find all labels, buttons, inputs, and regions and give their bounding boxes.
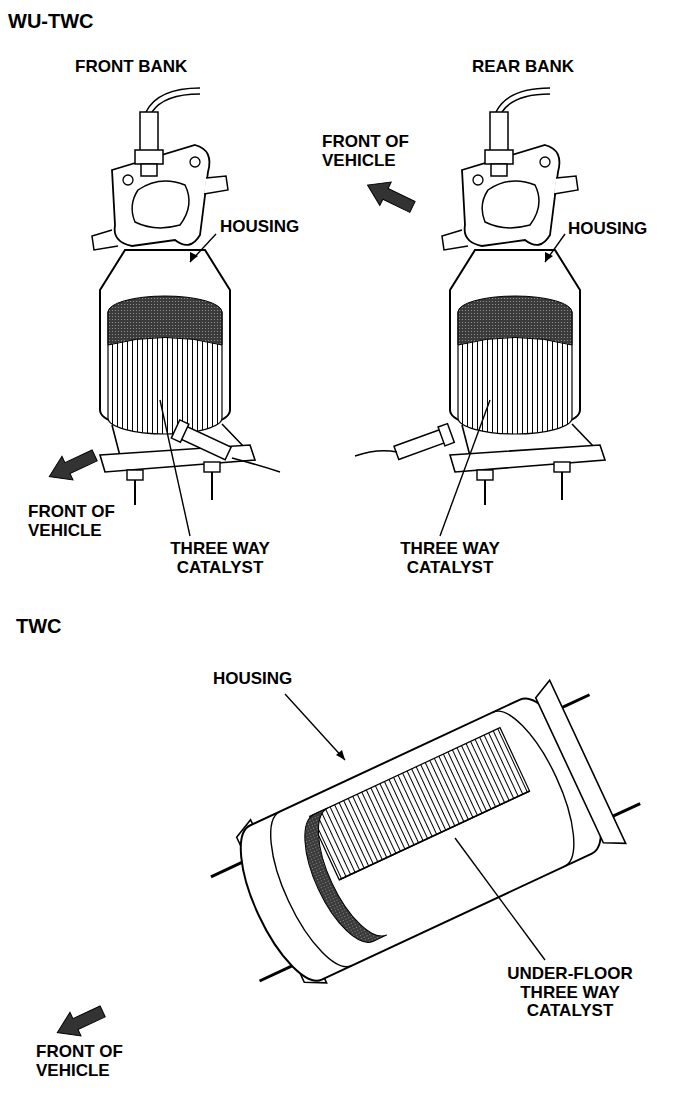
part-label: HOUSING bbox=[568, 220, 647, 239]
part-label: HOUSING bbox=[220, 218, 299, 237]
part-label: WU-TWC bbox=[8, 10, 94, 32]
part-label: THREE WAY CATALYST bbox=[385, 540, 515, 577]
part-label: FRONT OF VEHICLE bbox=[36, 1043, 156, 1080]
part-label: FRONT BANK bbox=[75, 58, 187, 77]
part-label: HOUSING bbox=[213, 670, 292, 689]
part-label: UNDER-FLOOR THREE WAY CATALYST bbox=[485, 965, 655, 1021]
part-label: FRONT OF VEHICLE bbox=[28, 503, 148, 540]
part-label: FRONT OF VEHICLE bbox=[322, 133, 437, 170]
part-label: TWC bbox=[16, 615, 62, 637]
part-label: THREE WAY CATALYST bbox=[155, 540, 285, 577]
part-label: REAR BANK bbox=[472, 58, 574, 77]
